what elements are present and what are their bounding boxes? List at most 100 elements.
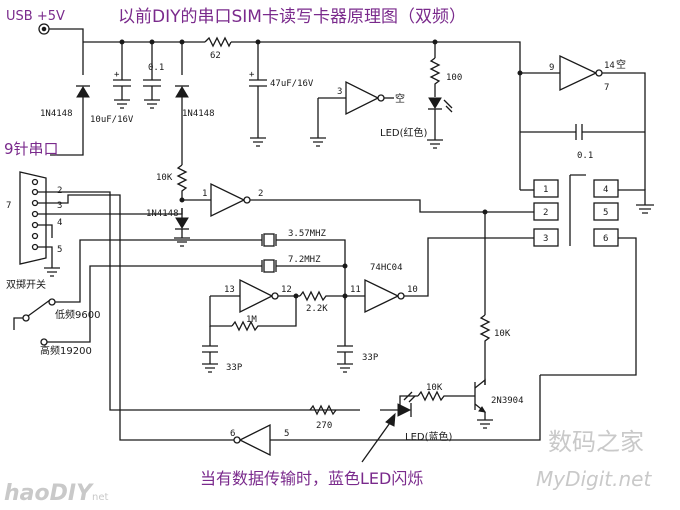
- capacitor-10uf: +: [113, 70, 131, 109]
- ic-74hc04-label: 74HC04: [370, 263, 403, 273]
- capacitor-33p-left-label: 33P: [226, 363, 243, 373]
- resistor-100: [429, 57, 441, 97]
- pin-6-label: 6: [230, 429, 235, 439]
- resistor-10k-left-label: 10K: [156, 173, 173, 183]
- wire-sim6: [540, 237, 637, 376]
- sim-label-2: 2: [543, 208, 548, 218]
- sim-gnd-bracket: [569, 174, 586, 246]
- resistor-270-label: 270: [316, 421, 332, 431]
- capacitor-0-1-label: 0.1: [148, 63, 164, 73]
- usb-label: USB +5V: [6, 9, 65, 24]
- capacitor-33p-right: [337, 296, 353, 373]
- resistor-1m-label: 1M: [246, 315, 257, 325]
- sim-label-5: 5: [603, 208, 608, 218]
- pin-13-label: 13: [224, 285, 235, 295]
- watermark-left: haoDIY: [4, 481, 94, 506]
- sim-contact-4: [593, 179, 619, 198]
- transistor-2n3904: [474, 378, 493, 429]
- sim-label-6: 6: [603, 234, 608, 244]
- junction: [432, 39, 438, 45]
- ground-db: [44, 267, 60, 277]
- frequency-switch[interactable]: [13, 239, 232, 346]
- usb-wire: [49, 28, 84, 42]
- sim-label-1: 1: [543, 185, 548, 195]
- led-red-label: LED(红色): [380, 126, 427, 139]
- capacitor-33p-left: [202, 326, 218, 373]
- inverter-pin13-12: [239, 278, 300, 314]
- wire-db-pin7: [38, 224, 53, 238]
- inverter-right-nc-label: 空: [616, 58, 626, 71]
- capacitor-10uf-label: 10uF/16V: [90, 115, 134, 125]
- diagram-title: 以前DIY的串口SIM卡读写卡器原理图（双频）: [118, 7, 466, 27]
- junction: [119, 39, 125, 45]
- junction: [179, 39, 185, 45]
- sim-contact-1: [533, 179, 559, 198]
- usb-terminal: [38, 23, 50, 35]
- high-frequency-label: 高频19200: [40, 344, 92, 357]
- db9-pin-2: 2: [57, 186, 62, 196]
- db9-pin-5: 5: [57, 245, 62, 255]
- diode-d1: [50, 85, 90, 156]
- db9-connector: [19, 171, 47, 265]
- annotation-arrowhead: [385, 412, 396, 427]
- watermark-right-cn: 数码之家: [548, 428, 644, 456]
- diode-d1-label: 1N4148: [40, 109, 73, 119]
- wire-db-pin2: [38, 191, 360, 411]
- capacitor-0-1-right-label: 0.1: [577, 151, 593, 161]
- pin-11-label: 11: [350, 285, 361, 295]
- pin-3-label: 3: [337, 87, 342, 97]
- db9-pin-4: 4: [57, 218, 62, 228]
- sim-contact-5: [593, 202, 619, 221]
- capacitor-0-1-right: [520, 124, 645, 140]
- crystal-7-2mhz: [232, 259, 345, 273]
- svg-text:+: +: [249, 70, 255, 80]
- pin-7-label: 7: [604, 83, 609, 93]
- inverter-pin5-6: [233, 395, 541, 457]
- wire-db-pin5: [38, 246, 53, 268]
- resistor-10k-base: [417, 390, 475, 402]
- junction: [517, 70, 523, 76]
- serial-port-label: 9针串口: [4, 140, 59, 158]
- pin-9-label: 9: [549, 63, 554, 73]
- low-frequency-label: 低频9600: [55, 308, 100, 321]
- annotation-arrow: [361, 419, 393, 463]
- capacitor-33p-right-label: 33P: [362, 353, 379, 363]
- resistor-10k-base-label: 10K: [426, 383, 443, 393]
- resistor-270: [309, 404, 337, 416]
- db9-pin-7: 7: [6, 201, 11, 211]
- diode-d3-label: 1N4148: [146, 209, 179, 219]
- watermark-right-url: MyDigit.net: [536, 467, 652, 491]
- ground-right: [636, 204, 654, 214]
- db9-pin-3: 3: [57, 201, 62, 211]
- resistor-62-label: 62: [210, 51, 221, 61]
- resistor-2-2k: [299, 290, 365, 302]
- diode-d2-label: 1N4148: [182, 109, 215, 119]
- pin-14-label: 14: [604, 61, 615, 71]
- capacitor-47uf: +: [249, 70, 267, 147]
- svg-text:+: +: [114, 70, 120, 80]
- crystal-7-2mhz-label: 7.2MHZ: [288, 255, 321, 265]
- inverter-pin3: [310, 80, 394, 147]
- resistor-1m: [231, 296, 297, 332]
- led-blue-label: LED(蓝色): [405, 430, 452, 443]
- watermark-left-suffix: net: [92, 492, 108, 503]
- rail-top-right: [231, 41, 521, 190]
- not-connected-label: 空: [395, 92, 405, 105]
- resistor-10k-left: [176, 164, 188, 200]
- led-red: [427, 97, 453, 149]
- crystal-3-57mhz-label: 3.57MHZ: [288, 229, 327, 239]
- wire-1m-left: [209, 296, 232, 327]
- crystal-3-57mhz: [232, 233, 346, 300]
- resistor-62: [204, 36, 232, 48]
- sim-card-contacts: [533, 179, 619, 247]
- sim-label-4: 4: [603, 185, 608, 195]
- switch-label: 双掷开关: [6, 278, 46, 291]
- junction: [255, 39, 261, 45]
- diode-d3: [174, 208, 190, 247]
- inverter-pin9-7: [559, 54, 646, 190]
- wire-led-base: [380, 395, 418, 411]
- pin-1-label: 1: [202, 189, 207, 199]
- wire-db-pin3: [38, 194, 236, 441]
